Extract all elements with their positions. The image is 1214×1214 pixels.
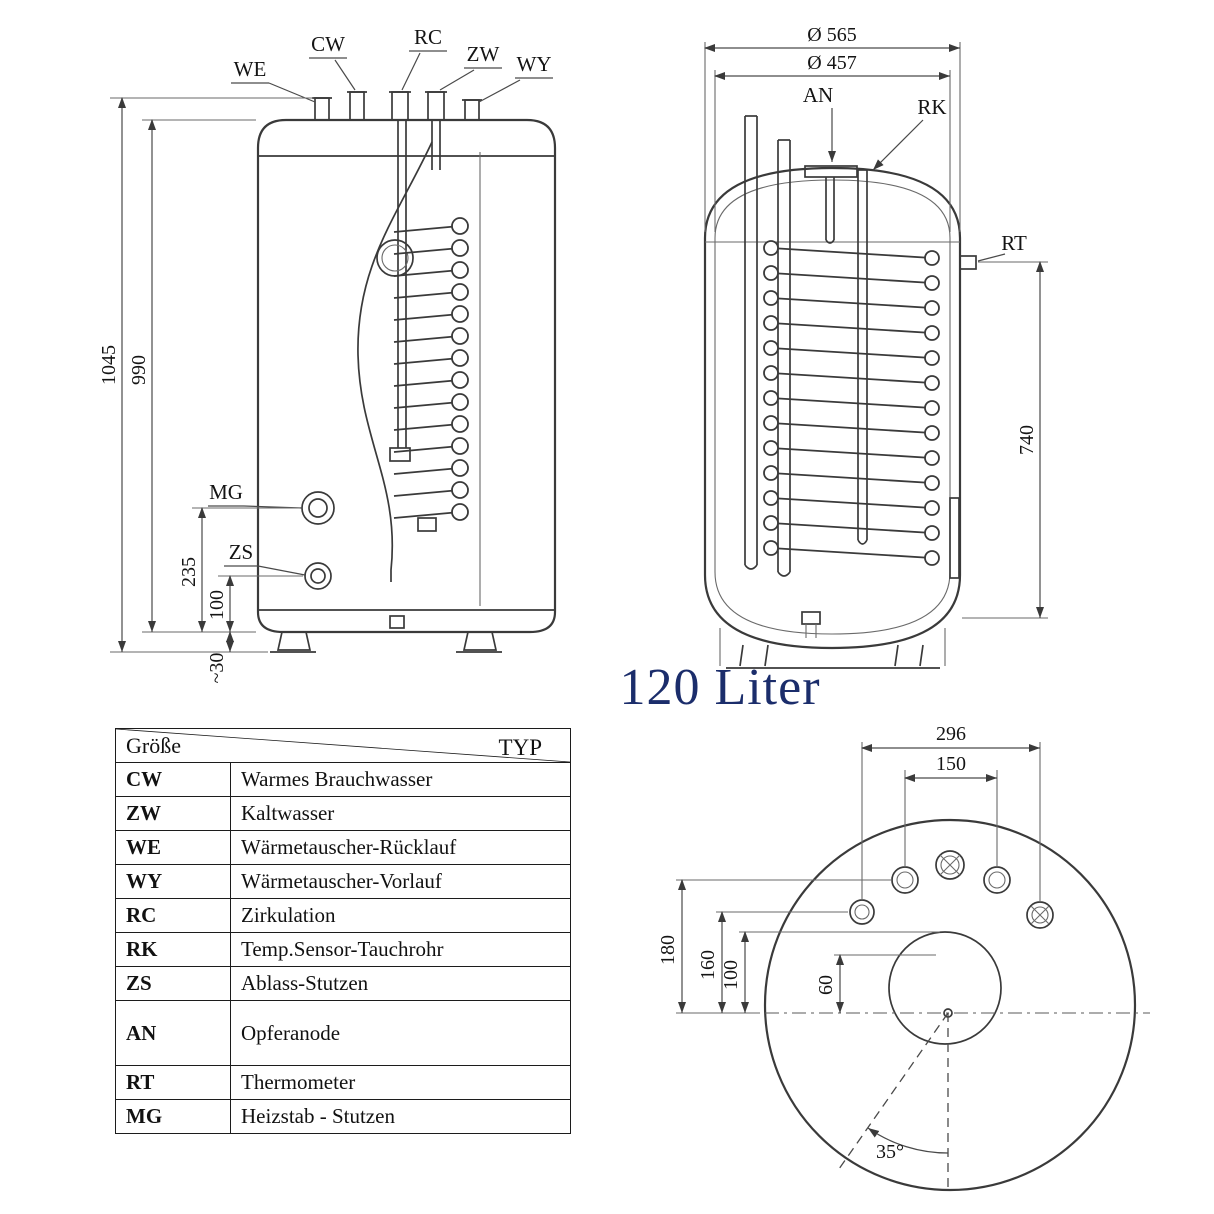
dim-mg-height: 235 — [178, 557, 200, 587]
legend-header-row: TYP Größe — [115, 728, 571, 763]
dim-inner-span: 150 — [936, 753, 966, 775]
dim-inner-diameter: Ø 457 — [807, 52, 856, 74]
legend-abbr: RC — [115, 898, 231, 933]
dim-zs-height: 100 — [206, 590, 228, 620]
legend-desc: Warmes Brauchwasser — [230, 762, 571, 797]
legend-abbr: WE — [115, 830, 231, 865]
front-port-labels: WE CW RC ZW WY MG ZS — [208, 25, 553, 576]
port-label-wy: WY — [517, 52, 552, 76]
front-view-drawing: WE CW RC ZW WY MG ZS — [98, 25, 557, 684]
section-tank-outline — [703, 166, 962, 669]
legend-abbr: MG — [115, 1099, 231, 1134]
legend-abbr: AN — [115, 1000, 231, 1066]
legend-abbr: WY — [115, 864, 231, 899]
front-tank-outline — [256, 118, 557, 653]
legend-desc: Wärmetauscher-Vorlauf — [230, 864, 571, 899]
dim-outer-diameter: Ø 565 — [807, 24, 856, 46]
bottom-circles — [763, 818, 1150, 1192]
dim-d4: 60 — [815, 975, 837, 995]
port-label-rc: RC — [414, 25, 442, 49]
capacity-title: 120 Liter — [619, 659, 821, 716]
dim-angle: 35° — [876, 1141, 904, 1163]
legend-abbr: ZW — [115, 796, 231, 831]
dim-foot-height: ~30 — [206, 653, 228, 684]
legend-desc: Zirkulation — [230, 898, 571, 933]
port-label-mg: MG — [209, 480, 243, 504]
dim-d3: 100 — [720, 960, 742, 990]
dim-d2: 160 — [697, 950, 719, 980]
port-label-rt: RT — [1001, 231, 1027, 255]
legend-header-groesse: Größe — [126, 733, 181, 758]
port-label-zw: ZW — [467, 42, 500, 66]
legend-header-typ: TYP — [498, 735, 542, 760]
front-dimensions: 1045 990 235 100 ~30 — [98, 97, 313, 684]
header-diagonal — [117, 729, 569, 762]
legend-desc: Wärmetauscher-Rücklauf — [230, 830, 571, 865]
front-coil-turns — [393, 217, 469, 521]
legend-abbr: CW — [115, 762, 231, 797]
section-port-labels: AN RK RT — [803, 83, 1027, 270]
section-dimensions: Ø 565 Ø 457 740 — [704, 24, 1048, 619]
dim-d1: 180 — [657, 935, 679, 965]
bottom-dimensions: 296 150 180 160 100 60 35° — [657, 723, 1041, 1170]
dim-total-height: 1045 — [98, 345, 120, 385]
section-internal-tubes — [744, 115, 868, 577]
legend-abbr: ZS — [115, 966, 231, 1001]
port-label-an: AN — [803, 83, 833, 107]
front-interior — [301, 120, 481, 606]
legend-abbr: RK — [115, 932, 231, 967]
legend-desc: Opferanode — [230, 1000, 571, 1066]
section-coil-turns — [763, 240, 940, 566]
dim-outer-span: 296 — [936, 723, 966, 745]
legend-desc: Ablass-Stutzen — [230, 966, 571, 1001]
front-top-stubs — [312, 91, 482, 121]
dim-body-height: 990 — [128, 355, 150, 385]
legend-desc: Temp.Sensor-Tauchrohr — [230, 932, 571, 967]
bottom-view-drawing: 296 150 180 160 100 60 35° — [657, 723, 1150, 1192]
legend-abbr: RT — [115, 1065, 231, 1100]
port-label-rk: RK — [917, 95, 946, 119]
port-label-we: WE — [234, 57, 267, 81]
legend-desc: Heizstab - Stutzen — [230, 1099, 571, 1134]
port-label-zs: ZS — [229, 540, 254, 564]
legend-desc: Kaltwasser — [230, 796, 571, 831]
legend-desc: Thermometer — [230, 1065, 571, 1100]
legend-header-cell: TYP Größe — [115, 728, 571, 763]
dim-coil-height: 740 — [1016, 425, 1038, 455]
section-view-drawing: AN RK RT Ø 565 Ø 457 740 — [703, 24, 1048, 669]
port-label-cw: CW — [311, 32, 345, 56]
